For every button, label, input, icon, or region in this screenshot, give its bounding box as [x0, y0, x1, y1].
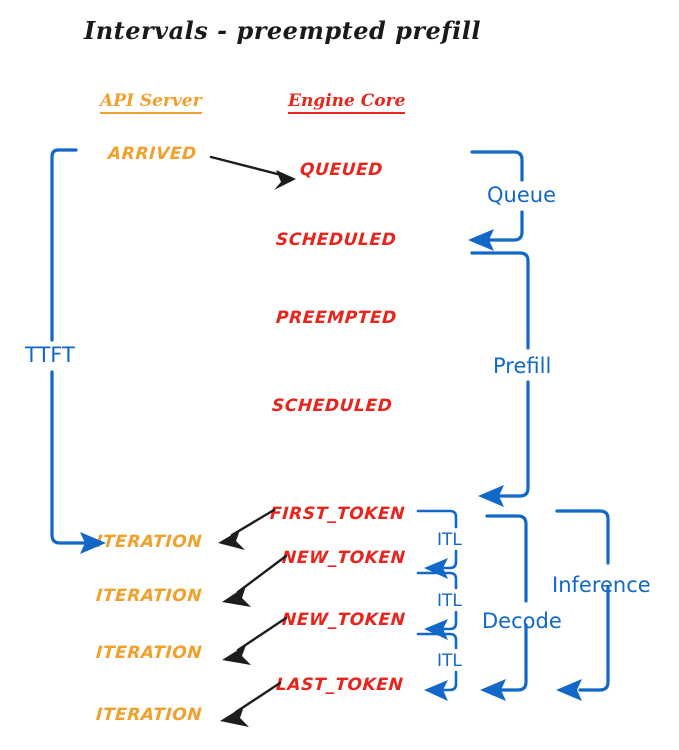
- interval-label-itl-2: ITL: [434, 591, 465, 611]
- event-new-token-1: NEW_TOKEN: [281, 548, 407, 568]
- event-scheduled-2: SCHEDULED: [271, 396, 394, 416]
- event-first-token: FIRST_TOKEN: [269, 504, 406, 524]
- page-title: Intervals - preempted prefill: [84, 16, 481, 45]
- arrow-new-token-2-to-iteration: [222, 616, 288, 665]
- event-scheduled-1: SCHEDULED: [275, 230, 398, 250]
- interval-label-prefill: Prefill: [490, 354, 555, 378]
- arrow-new-token-1-to-iteration: [222, 554, 288, 607]
- event-iteration-1: ITERATION: [95, 532, 203, 552]
- interval-label-decode: Decode: [479, 609, 565, 633]
- interval-label-itl-3: ITL: [434, 651, 465, 671]
- event-preempted: PREEMPTED: [275, 308, 398, 328]
- arrow-last-token-to-iteration: [220, 681, 282, 727]
- interval-label-inference: Inference: [549, 573, 654, 597]
- interval-label-queue: Queue: [484, 183, 559, 207]
- bracket-prefill: [470, 251, 530, 507]
- column-header-engine-core: Engine Core: [288, 91, 406, 114]
- bracket-inference: [555, 509, 610, 701]
- interval-label-ttft: TTFT: [22, 343, 78, 367]
- event-iteration-3: ITERATION: [95, 643, 203, 663]
- event-iteration-2: ITERATION: [95, 586, 203, 606]
- arrow-first-token-to-iteration: [218, 508, 276, 550]
- event-arrived: ARRIVED: [107, 144, 198, 164]
- column-header-api-server: API Server: [100, 91, 202, 114]
- event-queued: QUEUED: [299, 160, 384, 180]
- event-new-token-2: NEW_TOKEN: [281, 610, 407, 630]
- interval-label-itl-1: ITL: [434, 530, 465, 550]
- arrow-arrived-to-queued: [209, 155, 296, 190]
- event-last-token: LAST_TOKEN: [275, 675, 405, 695]
- event-iteration-4: ITERATION: [95, 705, 203, 725]
